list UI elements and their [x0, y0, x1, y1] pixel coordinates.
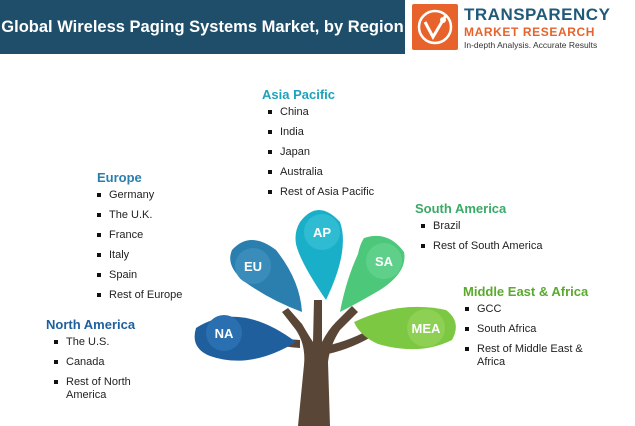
list-item: Germany: [97, 189, 182, 202]
list-item: Rest of Middle East & Africa: [465, 343, 602, 369]
logo-name-line2: MARKET RESEARCH: [464, 25, 596, 39]
region-title: Middle East & Africa: [463, 284, 589, 299]
bubble-na: [206, 315, 242, 351]
region-mea: Middle East & Africa GCC South Africa Re…: [463, 284, 623, 376]
list-item: Rest of North America: [54, 376, 161, 402]
list-item: The U.K.: [97, 209, 182, 222]
region-title: North America: [46, 317, 136, 332]
logo-emblem-icon: [412, 4, 458, 50]
region-title: Europe: [97, 170, 142, 185]
region-south-america: South America Brazil Rest of South Ameri…: [415, 201, 542, 260]
list-item: Italy: [97, 249, 182, 262]
region-title: South America: [415, 201, 507, 216]
logo-name-line1: TRANSPARENCY: [464, 5, 611, 24]
list-item: GCC: [465, 303, 623, 316]
page-title-banner: Global Wireless Paging Systems Market, b…: [0, 0, 405, 54]
list-item: Japan: [268, 146, 374, 159]
list-item: Spain: [97, 269, 182, 282]
bubble-sa-label: SA: [375, 254, 394, 269]
list-item: Rest of South America: [421, 240, 542, 253]
bubble-eu-label: EU: [244, 259, 262, 274]
bubble-mea-label: MEA: [412, 321, 442, 336]
company-logo: TRANSPARENCY MARKET RESEARCH In-depth An…: [412, 4, 632, 52]
bubble-na-label: NA: [215, 326, 234, 341]
list-item: Brazil: [421, 220, 542, 233]
list-item: South Africa: [465, 323, 623, 336]
list-item: Canada: [54, 356, 176, 369]
region-asia-pacific: Asia Pacific China India Japan Australia…: [262, 87, 374, 206]
bubble-ap: [304, 214, 340, 250]
list-item: Rest of Asia Pacific: [268, 186, 374, 199]
region-europe: Europe Germany The U.K. France Italy Spa…: [97, 170, 182, 309]
list-item: The U.S.: [54, 336, 176, 349]
bubble-ap-label: AP: [313, 225, 331, 240]
tree-trunk: [282, 300, 358, 426]
page-title: Global Wireless Paging Systems Market, b…: [1, 17, 404, 36]
list-item: China: [268, 106, 374, 119]
region-north-america: North America The U.S. Canada Rest of No…: [46, 317, 176, 409]
bubble-mea: [407, 309, 445, 347]
bubble-sa: [366, 243, 402, 279]
region-title: Asia Pacific: [262, 87, 335, 102]
logo-tagline: In-depth Analysis. Accurate Results: [464, 40, 598, 50]
list-item: Rest of Europe: [97, 289, 182, 302]
list-item: Australia: [268, 166, 374, 179]
list-item: India: [268, 126, 374, 139]
list-item: France: [97, 229, 182, 242]
bubble-eu: [235, 248, 271, 284]
